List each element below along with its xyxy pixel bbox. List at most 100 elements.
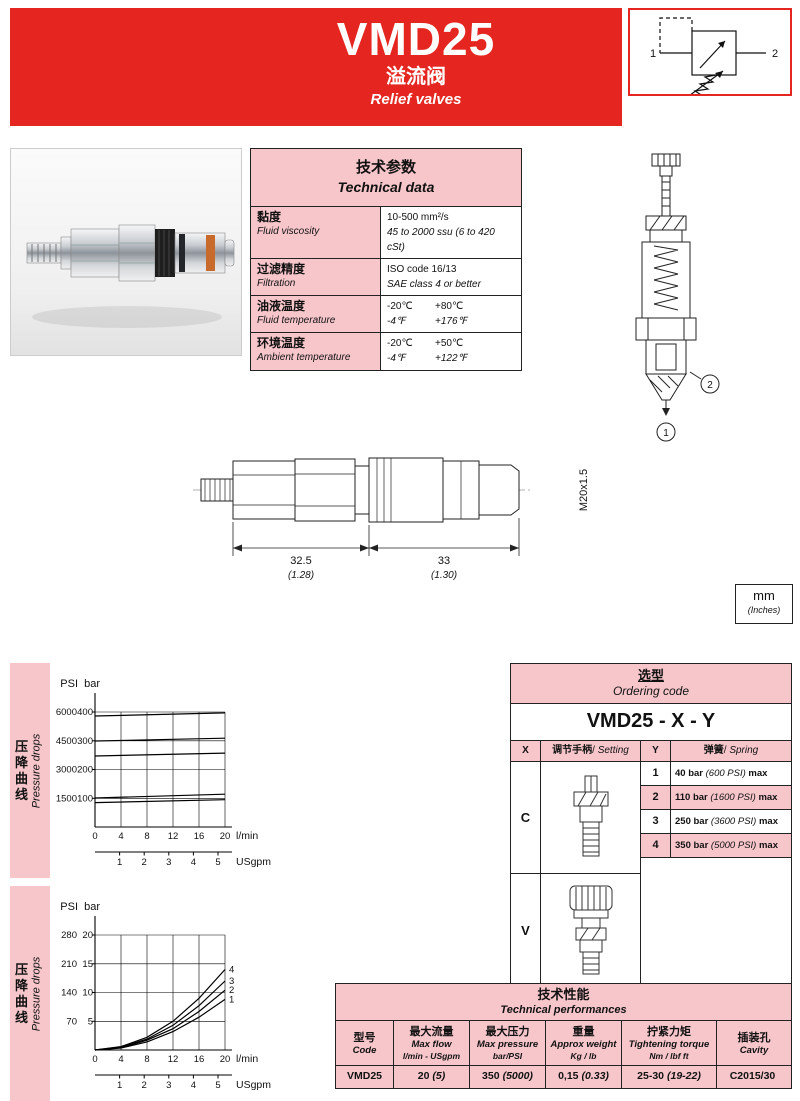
screw-adjustment-icon xyxy=(573,775,608,856)
x-axis-lmin-label: l/min xyxy=(236,830,258,842)
ordering-header: 选型 Ordering code xyxy=(511,664,791,704)
thread-size-label: M20x1.5 xyxy=(578,469,590,511)
psi-tick-label: 1500 xyxy=(56,793,77,804)
callout-2-label: 2 xyxy=(707,380,713,391)
header-banner: VMD25 溢流阀 Relief valves xyxy=(10,8,622,126)
row-value: SAE class 4 or better xyxy=(387,279,481,290)
psi-tick-label: 280 xyxy=(61,930,77,941)
row-value: 45 to 2000 ssu (6 to 420 cSt) xyxy=(387,227,495,253)
psi-tick-label: 3000 xyxy=(56,765,77,776)
lmin-tick-label: 8 xyxy=(144,1054,149,1065)
bar-tick-label: 20 xyxy=(82,930,93,941)
setting-option-V: V xyxy=(511,874,640,986)
dim-arrow-icon xyxy=(369,544,378,552)
sectional-drawing: 2 1 xyxy=(596,148,741,448)
symbol-port-1-label: 1 xyxy=(650,48,656,60)
pressure-drops-label-en: Pressure drops xyxy=(30,956,43,1031)
usgpm-tick-label: 2 xyxy=(142,1080,147,1091)
units-box: mm (Inches) xyxy=(735,584,793,624)
lmin-tick-label: 12 xyxy=(168,1054,179,1065)
value-weight: 0,15(0.33) xyxy=(546,1066,622,1088)
knob-adjustment-icon xyxy=(569,885,612,975)
usgpm-tick-label: 1 xyxy=(117,1080,122,1091)
lmin-tick-label: 16 xyxy=(194,1054,205,1065)
product-subtitle-cn: 溢流阀 xyxy=(386,66,446,88)
col-y-header: Y xyxy=(641,741,671,761)
usgpm-tick-label: 3 xyxy=(166,857,171,868)
callout-1-label: 1 xyxy=(663,428,669,439)
relief-valve-symbol-icon: 1 2 xyxy=(650,17,778,99)
setting-option-C: C xyxy=(511,762,640,874)
technical-data-header: 技术参数 Technical data xyxy=(251,149,521,207)
performance-title-en: Technical performances xyxy=(500,1004,627,1016)
dim-1-mm: 32.5 xyxy=(290,555,311,567)
series-setting-90bar xyxy=(94,799,226,804)
technical-data-title-en: Technical data xyxy=(337,179,435,195)
spring-option-row: 3 250 bar (3600 PSI) max xyxy=(641,810,791,834)
row-label-en: Fluid temperature xyxy=(257,315,336,326)
spring-code: 2 xyxy=(641,786,671,809)
lmin-tick-label: 0 xyxy=(92,1054,97,1065)
row-label-cn: 油液温度 xyxy=(257,299,306,313)
row-label-en: Ambient temperature xyxy=(257,352,351,363)
spring-code: 3 xyxy=(641,810,671,833)
bar-tick-label: 300 xyxy=(77,736,93,747)
lmin-tick-label: 0 xyxy=(92,831,97,842)
lmin-tick-label: 12 xyxy=(168,831,179,842)
y-axis-psi-label: PSI xyxy=(60,678,78,690)
series-setting-300bar xyxy=(94,737,226,742)
ordering-table-header: X 调节手柄/ Setting Y 弹簧/ Spring xyxy=(511,741,791,762)
row-value: 10-500 mm²/s xyxy=(387,212,449,223)
lmin-tick-label: 16 xyxy=(194,831,205,842)
units-inches-label: (Inches) xyxy=(747,605,781,615)
lmin-tick-label: 20 xyxy=(220,1054,231,1065)
row-label-cn: 过滤精度 xyxy=(257,262,306,276)
row-value: ISO code 16/13 xyxy=(387,264,457,275)
spring-option-row: 2 110 bar (1600 PSI) max xyxy=(641,786,791,810)
pressure-drops-label-cn: 压降曲线 xyxy=(14,738,28,802)
bar-tick-label: 200 xyxy=(77,765,93,776)
hydraulic-symbol-box: 1 2 xyxy=(628,8,792,99)
value-code: VMD25 xyxy=(336,1066,394,1088)
performance-title: 技术性能 Technical performances xyxy=(336,984,791,1021)
y-axis-bar-label: bar xyxy=(84,901,100,913)
psi-tick-label: 6000 xyxy=(56,707,77,718)
psi-tick-label: 210 xyxy=(61,959,77,970)
row-label-cn: 黏度 xyxy=(257,210,282,224)
product-title: VMD25 xyxy=(336,13,496,65)
y-axis-bar-label: bar xyxy=(84,678,100,690)
performance-data-row: VMD25 20(5) 350(5000) 0,15(0.33) 25-30(1… xyxy=(336,1066,791,1088)
psi-tick-label: 4500 xyxy=(56,736,77,747)
spring-option-row: 4 350 bar (5000 PSI) max xyxy=(641,834,791,858)
ordering-code-panel: 选型 Ordering code VMD25 - X - Y X 调节手柄/ S… xyxy=(510,663,792,987)
lmin-tick-label: 8 xyxy=(144,831,149,842)
pressure-drops-label-en: Pressure drops xyxy=(30,733,43,808)
row-value: -4℉ xyxy=(387,353,406,364)
row-value: -4℉ xyxy=(387,316,406,327)
row-label-cn: 环境温度 xyxy=(257,336,306,350)
dim-1-inches: (1.28) xyxy=(288,570,314,581)
dim-2-inches: (1.30) xyxy=(431,570,457,581)
series-spring-1 xyxy=(94,998,226,1051)
value-max-pressure: 350(5000) xyxy=(470,1066,546,1088)
spring-code: 1 xyxy=(641,762,671,785)
series-setting-400bar xyxy=(94,712,226,717)
col-setting-header: 调节手柄/ Setting xyxy=(541,741,641,761)
pressure-drops-side-label: 压降曲线 Pressure drops xyxy=(10,886,50,1101)
lmin-tick-label: 4 xyxy=(118,1054,123,1065)
spring-coil-icon xyxy=(653,245,679,311)
spring-code: 4 xyxy=(641,834,671,857)
x-axis-usgpm-label: USgpm xyxy=(236,1079,271,1091)
